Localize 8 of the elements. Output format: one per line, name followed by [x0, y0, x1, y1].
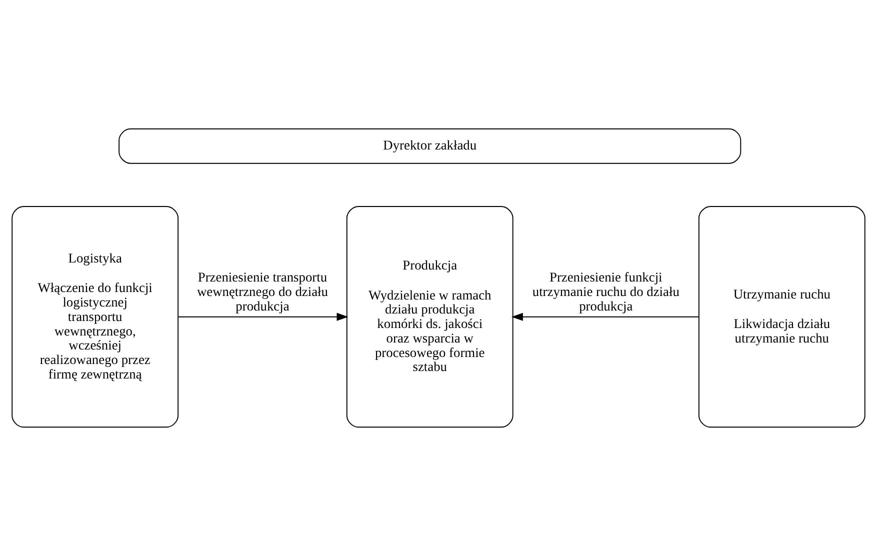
node-box: Produkcja Wydzielenie w ramach działu produkcja komórki ds. jakości oraz wsparcia w procesowego formie sztabu	[346, 206, 514, 428]
edge-label: Przeniesienie funkcji utrzymanie ruchu do działu produkcja	[532, 270, 680, 314]
node-box: Dyrektor zakładu	[118, 128, 742, 164]
node-box: Logistyka Włączenie do funkcji logistycznej transportu wewnętrznego, wcześniej realizowanego przez firmę zewnętrzną	[12, 206, 179, 428]
arrow	[511, 312, 700, 321]
node-box: Utrzymanie ruchu Likwidacja działu utrzymanie ruchu	[698, 206, 866, 428]
arrow	[178, 312, 348, 321]
edge-label: Przeniesienie transportu wewnętrznego do działu produkcja	[196, 270, 328, 314]
